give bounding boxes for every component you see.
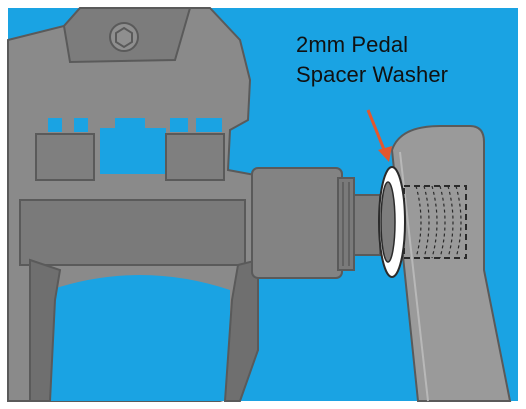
axle-housing xyxy=(251,167,343,279)
pedal-lower-body xyxy=(19,199,246,266)
bolt-icon xyxy=(109,22,139,52)
pedal-window-4 xyxy=(170,118,188,132)
hex-bolt-icon xyxy=(115,26,133,49)
crank-arm-outline xyxy=(390,125,512,402)
pedal-window-center xyxy=(100,128,166,174)
pedal-axle xyxy=(251,167,381,279)
crank-arm xyxy=(390,125,512,402)
pedal-bottom-cutout xyxy=(50,275,230,401)
arrow-head-icon xyxy=(378,146,392,162)
pedal-frame-left xyxy=(29,258,62,402)
axle-nut xyxy=(337,177,355,271)
spacer-washer xyxy=(378,166,406,278)
pedal-window-1 xyxy=(48,118,62,132)
callout-line-1: 2mm Pedal xyxy=(296,32,409,57)
pedal-window-2 xyxy=(74,118,88,132)
pedal-side-block-right xyxy=(165,133,225,181)
arrow-shaft xyxy=(366,109,387,153)
callout-line-2: Spacer Washer xyxy=(296,62,449,87)
callout-label: 2mm Pedal Spacer Washer xyxy=(296,30,496,90)
pedal-side-block-left xyxy=(35,133,95,181)
pedal-window-5 xyxy=(196,118,222,132)
washer-hole xyxy=(380,181,396,263)
crank-thread-hole xyxy=(403,185,467,259)
callout-arrow xyxy=(366,109,392,162)
pedal-body xyxy=(7,7,260,402)
axle-spindle xyxy=(353,194,381,256)
